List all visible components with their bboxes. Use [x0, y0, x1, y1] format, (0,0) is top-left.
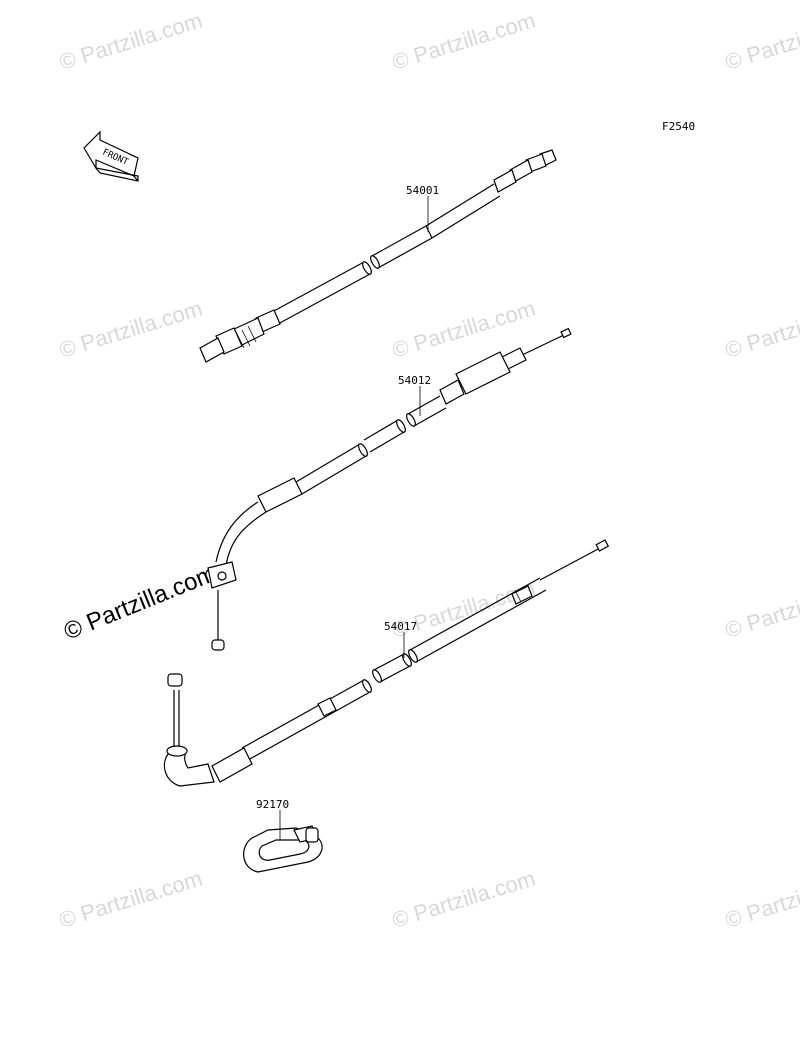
part-number-54017: 54017 — [384, 620, 417, 633]
choke-cable-drawing: 54017 — [163, 539, 610, 787]
part-number-92170: 92170 — [256, 798, 289, 811]
watermark: © Partzilla.com — [722, 576, 800, 643]
watermark: © Partzilla.com — [56, 866, 205, 933]
part-number-54012: 54012 — [398, 374, 431, 387]
figure-code: F2540 — [662, 120, 695, 133]
watermark: © Partzilla.com — [389, 866, 538, 933]
cable-clamp-drawing: 92170 — [243, 798, 323, 873]
speedometer-cable-drawing: 54001 — [199, 149, 557, 363]
watermark: © Partzilla.com — [722, 866, 800, 933]
part-number-54001: 54001 — [406, 184, 439, 197]
watermark: © Partzilla.com — [722, 296, 800, 363]
watermark-prominent: © Partzilla.com — [60, 560, 220, 646]
watermark: © Partzilla.com — [389, 8, 538, 75]
front-arrow-icon: FRONT — [83, 130, 139, 182]
watermark: © Partzilla.com — [56, 8, 205, 75]
watermark: © Partzilla.com — [722, 8, 800, 75]
throttle-cable-drawing: 54012 — [207, 327, 572, 651]
watermark: © Partzilla.com — [56, 296, 205, 363]
watermark-layer: © Partzilla.com © Partzilla.com © Partzi… — [56, 8, 800, 933]
